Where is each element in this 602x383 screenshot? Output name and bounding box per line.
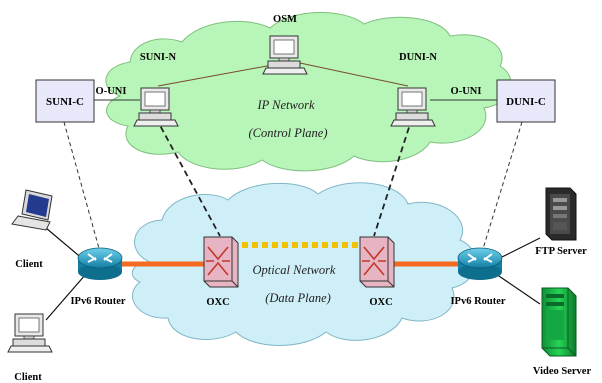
osm-label: OSM (273, 14, 297, 25)
video-server-icon (541, 287, 577, 357)
suni-n-to-oxc-dashed (155, 117, 221, 237)
control-plane-label: (Control Plane) (248, 126, 327, 140)
o-uni-left-label: O-UNI (96, 86, 127, 97)
optical-network-cloud (131, 182, 477, 346)
router-right-label: IPv6 Router (450, 296, 505, 307)
video-server-link (495, 273, 541, 305)
suni-n-label: SUNI-N (140, 52, 177, 63)
data-plane-label: (Data Plane) (265, 291, 331, 305)
duni-n-to-oxc-dashed (373, 117, 413, 237)
client-top-link (45, 227, 85, 261)
duni-c-label: DUNI-C (506, 96, 546, 108)
ftp-server-icon (545, 187, 577, 241)
oxc-left-label: OXC (206, 297, 229, 308)
oxc-right-label: OXC (369, 297, 392, 308)
ftp-server-label: FTP Server (535, 246, 587, 257)
left-oxc-icon (203, 236, 239, 288)
suni-c-box (35, 79, 95, 123)
osm-to-suni-n-link (157, 62, 284, 87)
client-bottom-link (45, 273, 87, 321)
suni-c-label: SUNI-C (46, 96, 84, 108)
o-uni-right-label: O-UNI (451, 86, 482, 97)
video-server-label: Video Server (533, 366, 592, 377)
right-router-icon (457, 247, 503, 280)
optical-network-label: Optical Network (253, 263, 336, 277)
duni-n-label: DUNI-N (399, 52, 437, 63)
duni-c-to-router-dashed (481, 121, 523, 253)
osm-to-duni-n-link (299, 62, 409, 87)
laptop-icon (11, 189, 53, 231)
right-oxc-icon (359, 236, 395, 288)
suni-c-to-router-dashed (63, 121, 101, 253)
client-bottom-label: Client (14, 372, 42, 383)
client-top-label: Client (15, 259, 43, 270)
router-left-label: IPv6 Router (70, 296, 125, 307)
ftp-server-link (495, 237, 541, 261)
desktop-computer-icon (7, 313, 53, 353)
duni-c-box (496, 79, 556, 123)
ip-network-label: IP Network (256, 98, 315, 112)
left-router-icon (77, 247, 123, 280)
